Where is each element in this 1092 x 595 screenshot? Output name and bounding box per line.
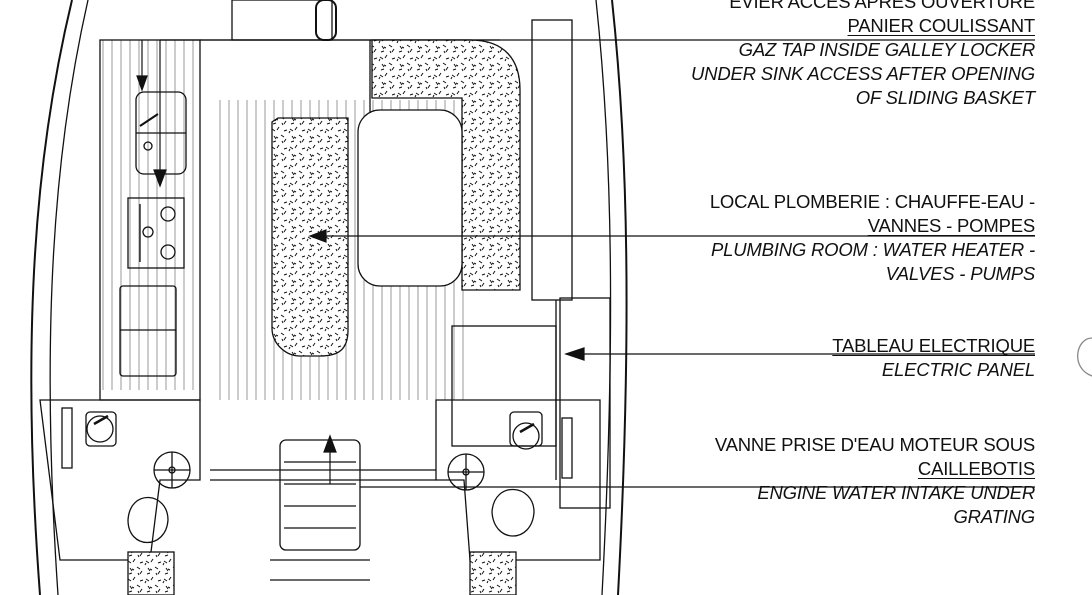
callout-engine-water-en-2: GRATING xyxy=(953,506,1035,527)
callout-plumbing-fr-2: VANNES - POMPES xyxy=(867,215,1036,236)
hull-outline-starboard xyxy=(611,0,628,595)
mast-post xyxy=(315,0,337,41)
callout-plumbing-fr-1: LOCAL PLOMBERIE : CHAUFFE-EAU - xyxy=(709,191,1035,212)
galley-stove xyxy=(127,197,185,269)
starboard-helm-wheel xyxy=(509,411,543,447)
callout-gas-tap: EVIER ACCES APRES OUVERTURE PANIER COULI… xyxy=(595,0,1035,110)
callout-plumbing-en-2: VALVES - PUMPS xyxy=(885,263,1036,284)
callout-plumbing-en-1: PLUMBING ROOM : WATER HEATER - xyxy=(711,239,1035,260)
callout-electric-fr-1: TABLEAU ELECTRIQUE xyxy=(832,335,1035,356)
callout-plumbing: LOCAL PLOMBERIE : CHAUFFE-EAU - VANNES -… xyxy=(595,190,1035,286)
callout-gas-tap-en-2: UNDER SINK ACCESS AFTER OPENING xyxy=(691,63,1035,84)
hull-inner-line-starboard xyxy=(595,0,612,595)
companionway-steps xyxy=(279,439,361,551)
hull-inner-line xyxy=(49,0,89,595)
callout-engine-water-en-1: ENGINE WATER INTAKE UNDER xyxy=(757,482,1035,503)
engine-water-arrowhead xyxy=(323,434,337,453)
callout-engine-water: VANNE PRISE D'EAU MOTEUR SOUS CAILLEBOTI… xyxy=(595,433,1035,529)
callout-gas-tap-fr-1: EVIER ACCES APRES OUVERTURE xyxy=(729,0,1035,12)
callout-electric: TABLEAU ELECTRIQUE ELECTRIC PANEL xyxy=(595,334,1035,382)
callout-electric-en-1: ELECTRIC PANEL xyxy=(881,359,1035,380)
aft-berth-port xyxy=(39,399,201,561)
callout-gas-tap-fr-2: PANIER COULISSANT xyxy=(847,15,1036,36)
gas-tap-arrowhead xyxy=(153,169,167,188)
port-helm-wheel xyxy=(85,411,117,447)
galley-fridge xyxy=(119,285,177,377)
callout-engine-water-fr-1: VANNE PRISE D'EAU MOTEUR SOUS xyxy=(714,434,1035,455)
cabin-sole-planking-port xyxy=(100,40,200,390)
plumbing-arrowhead xyxy=(308,229,327,243)
edge-mark xyxy=(1077,337,1092,377)
callout-gas-tap-en-1: GAZ TAP INSIDE GALLEY LOCKER xyxy=(738,39,1036,60)
electric-panel-cabinet xyxy=(451,325,557,447)
electric-arrowhead xyxy=(564,347,585,361)
saloon-settee xyxy=(271,117,349,357)
callout-engine-water-fr-2: CAILLEBOTIS xyxy=(917,458,1035,479)
saloon-table xyxy=(357,109,463,287)
hull-outline xyxy=(30,0,73,595)
callout-leaders xyxy=(136,39,1035,488)
callout-gas-tap-en-3: OF SLIDING BASKET xyxy=(855,87,1035,108)
